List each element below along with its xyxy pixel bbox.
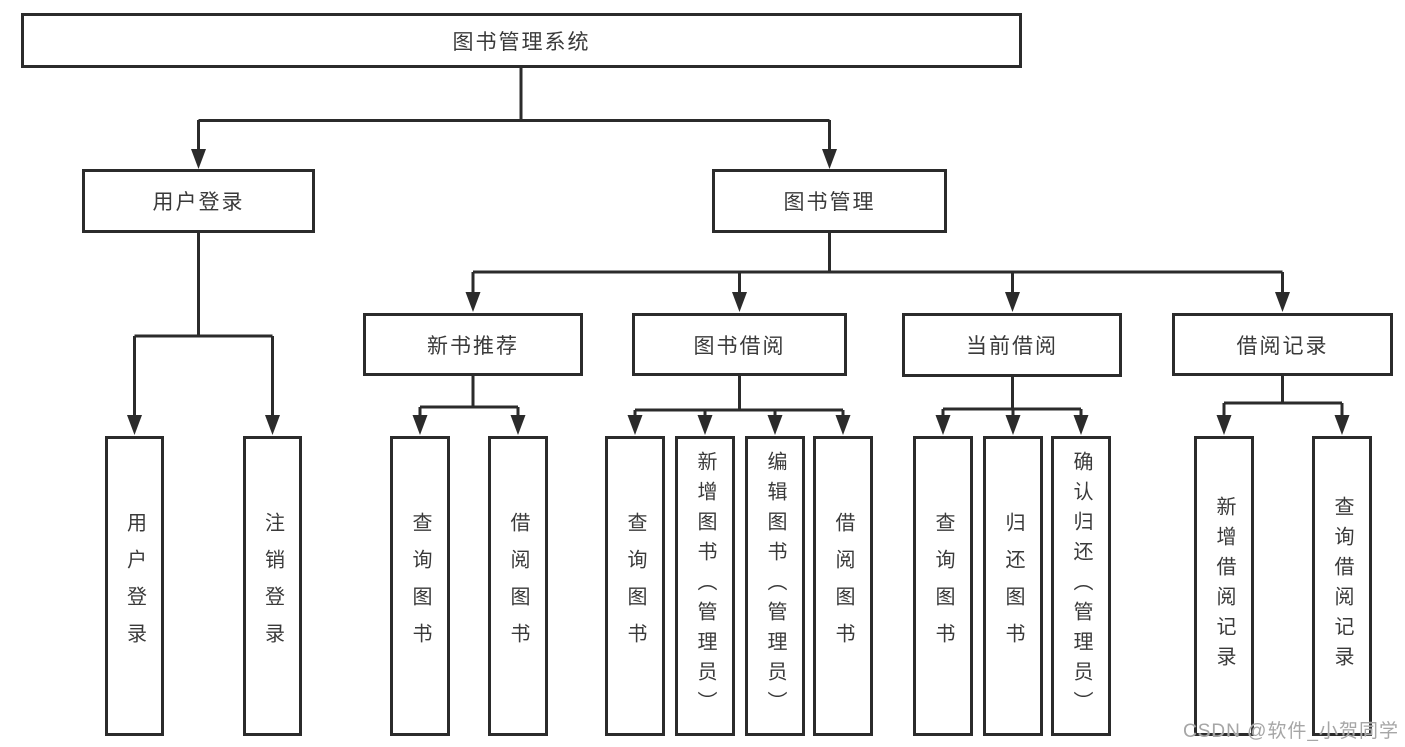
node-new-book-recommend-label: 新书推荐 [427,334,519,358]
leaf-borrow-books-2: 借阅图书 [813,436,873,736]
leaf-borrow-books-2-label: 借阅图书 [832,512,854,660]
node-borrow-records-label: 借阅记录 [1236,334,1329,358]
leaf-add-borrow-record: 新增借阅记录 [1194,436,1254,736]
leaf-query-books-3-label: 查询图书 [932,512,954,660]
leaf-query-borrow-record: 查询借阅记录 [1312,436,1372,736]
leaf-edit-book-admin-label: 编辑图书（管理员） [764,451,786,721]
leaf-query-borrow-record-label: 查询借阅记录 [1331,496,1353,676]
leaf-edit-book-admin: 编辑图书（管理员） [745,436,805,736]
watermark-text: CSDN @软件_小贺同学 [1183,721,1399,742]
node-book-management-label: 图书管理 [783,191,876,214]
leaf-confirm-return-admin-label: 确认归还（管理员） [1070,451,1092,721]
node-root-label: 图书管理系统 [452,30,591,54]
node-current-borrow: 当前借阅 [902,313,1122,377]
leaf-user-login: 用户登录 [105,436,164,736]
leaf-confirm-return-admin: 确认归还（管理员） [1051,436,1111,736]
leaf-logout: 注销登录 [243,436,302,736]
node-new-book-recommend: 新书推荐 [363,313,583,376]
leaf-query-books-2: 查询图书 [605,436,665,736]
leaf-borrow-books-1-label: 借阅图书 [507,512,529,660]
node-book-borrow: 图书借阅 [632,313,847,376]
leaf-add-borrow-record-label: 新增借阅记录 [1213,496,1235,676]
arrowheads [127,149,1350,435]
node-user-login: 用户登录 [82,169,315,233]
node-root: 图书管理系统 [21,13,1022,68]
leaf-add-book-admin-label: 新增图书（管理员） [694,451,716,721]
node-borrow-records: 借阅记录 [1172,313,1393,376]
node-book-borrow-label: 图书借阅 [693,334,786,358]
node-user-login-label: 用户登录 [152,191,245,214]
leaf-query-books-2-label: 查询图书 [624,512,646,660]
leaf-query-books-1-label: 查询图书 [409,512,431,660]
leaf-return-books: 归还图书 [983,436,1043,736]
leaf-query-books-3: 查询图书 [913,436,973,736]
leaf-logout-label: 注销登录 [261,512,284,660]
leaf-query-books-1: 查询图书 [390,436,450,736]
node-current-borrow-label: 当前借阅 [966,335,1058,358]
leaf-user-login-label: 用户登录 [123,512,146,660]
leaf-add-book-admin: 新增图书（管理员） [675,436,735,736]
leaf-borrow-books-1: 借阅图书 [488,436,548,736]
node-book-management: 图书管理 [712,169,947,233]
leaf-return-books-label: 归还图书 [1002,512,1024,660]
